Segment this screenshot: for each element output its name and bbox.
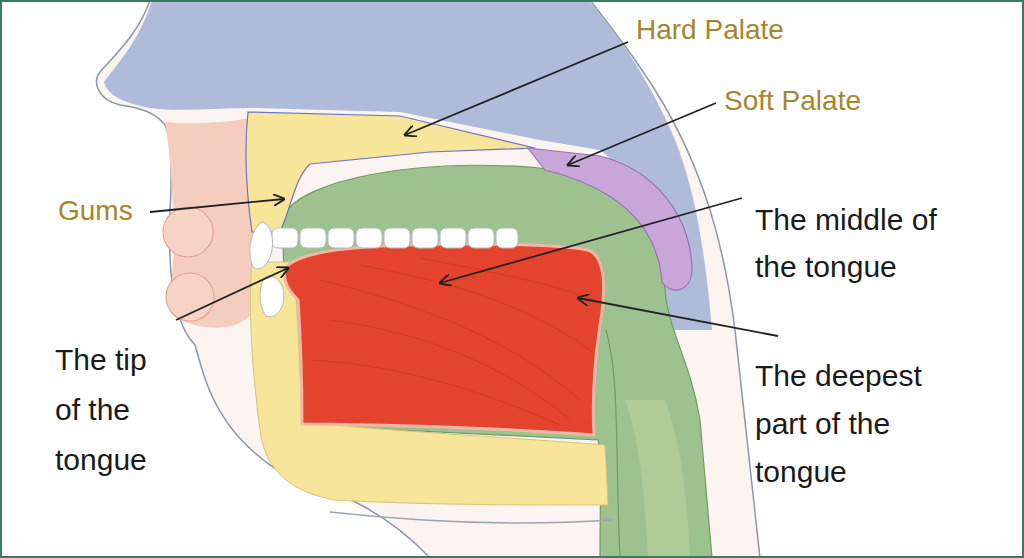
part-label-box: The tip of the tongue — [55, 335, 167, 485]
part-label-box: Hard Palate — [636, 13, 856, 47]
teeth — [250, 222, 518, 317]
part-label: Hard Palate — [636, 13, 856, 47]
neck-line — [330, 512, 612, 523]
epiglottis — [625, 400, 690, 558]
leader-line — [578, 298, 778, 336]
part-label-box: Soft Palate — [724, 84, 944, 118]
part-label: The middle of the tongue — [755, 196, 970, 290]
leader-line — [440, 198, 742, 283]
upper-lip — [163, 207, 213, 257]
head-outline — [97, 0, 760, 558]
leader-line — [150, 199, 284, 212]
part-label: Soft Palate — [724, 84, 944, 118]
tongue — [284, 244, 603, 435]
leader-line — [405, 42, 628, 135]
leader-line — [176, 268, 288, 320]
part-label: The tip of the tongue — [55, 335, 167, 485]
part-label: The deepest part of the tongue — [755, 352, 927, 496]
tongue-fibres — [310, 258, 595, 425]
part-label: Gums — [58, 194, 148, 228]
pharynx-line — [606, 330, 620, 558]
part-label-box: The deepest part of the tongue — [755, 352, 927, 496]
leader-lines — [150, 42, 778, 336]
part-label-box: The middle of the tongue — [755, 196, 970, 290]
leader-line — [568, 103, 716, 165]
hard-palate — [246, 112, 535, 232]
part-label-box: Gums — [58, 194, 148, 228]
